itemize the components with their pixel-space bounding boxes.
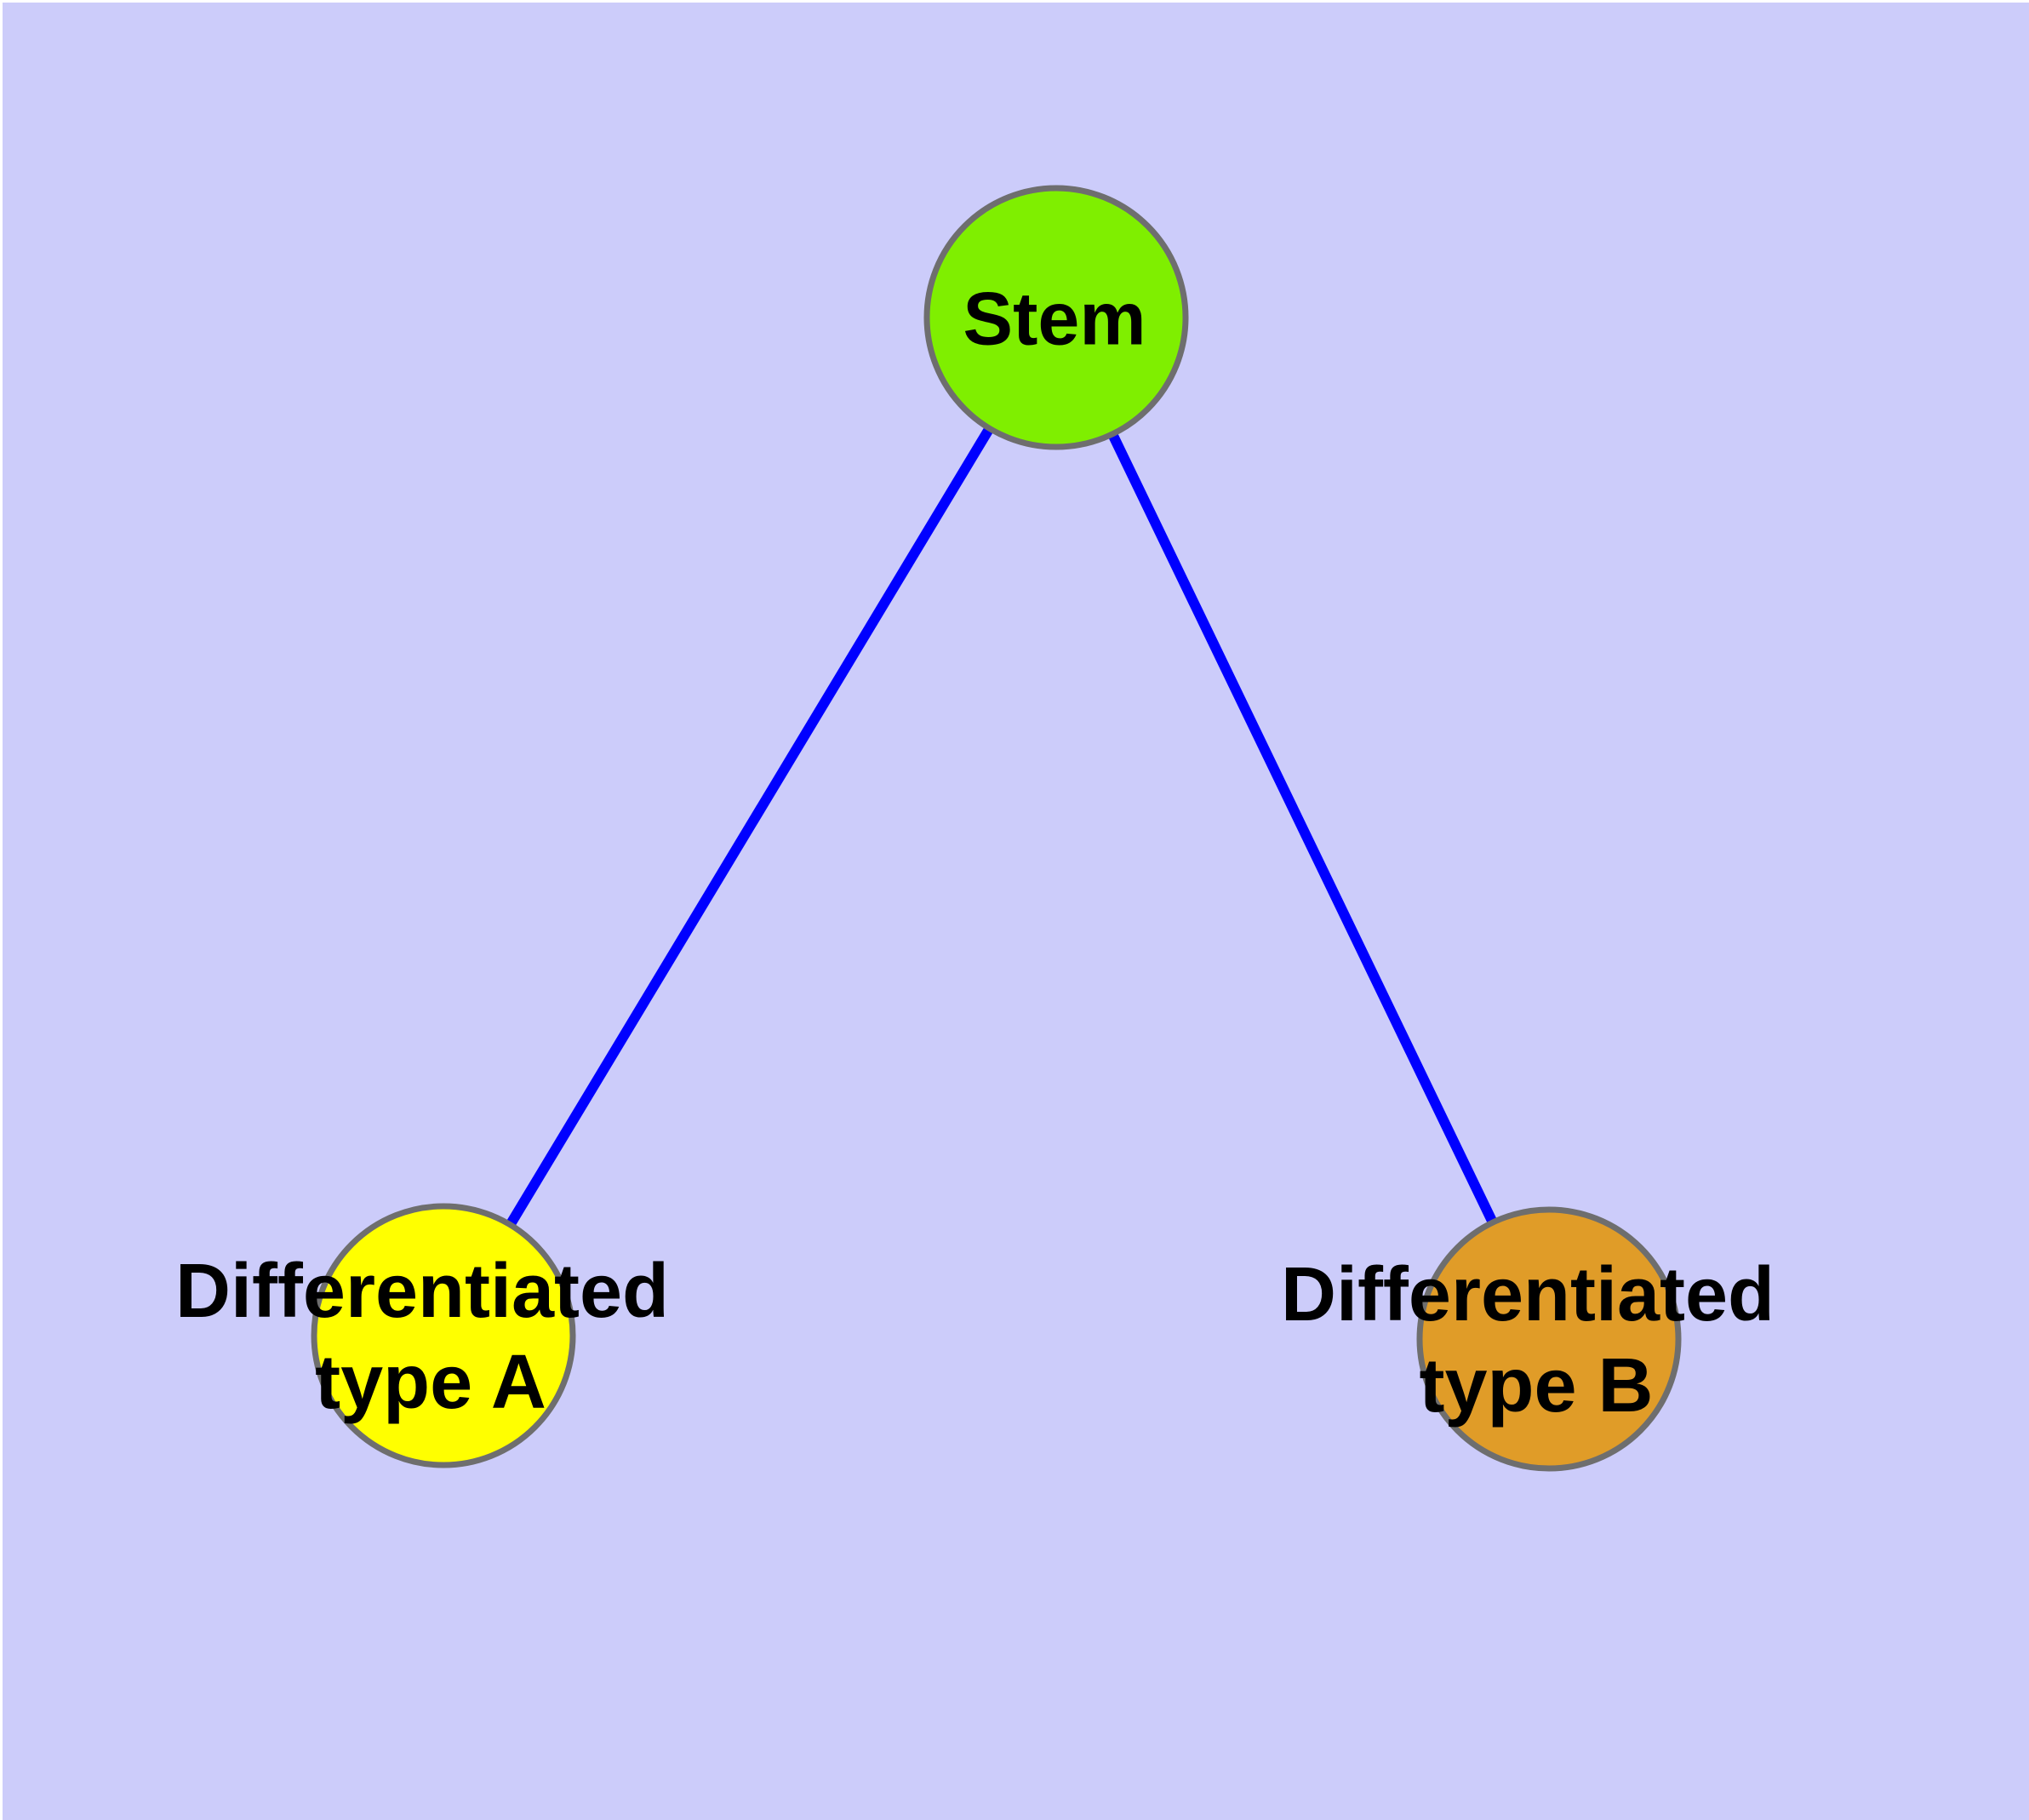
node-stem[interactable] — [923, 185, 1189, 450]
node-differentiated-type-a[interactable] — [311, 1203, 576, 1468]
node-differentiated-type-a-label-line1: Differentiated — [175, 1249, 669, 1334]
lineage-graph: Stem Differentiated type A Differentiate… — [175, 185, 1775, 1472]
node-differentiated-type-b[interactable] — [1416, 1206, 1682, 1472]
edge-layer — [438, 314, 1554, 1342]
node-differentiated-type-b-circle[interactable] — [1416, 1206, 1682, 1472]
node-differentiated-type-a-label-line2: type A — [315, 1340, 546, 1425]
node-stem-label: Stem — [963, 276, 1146, 360]
edge-stem-to-differentiated-type-b[interactable] — [1051, 315, 1554, 1342]
node-differentiated-type-b-label-line2: type B — [1419, 1343, 1653, 1428]
node-layer — [311, 185, 1682, 1472]
node-stem-circle[interactable] — [923, 185, 1189, 450]
node-differentiated-type-a-circle[interactable] — [311, 1203, 576, 1468]
edge-stem-to-differentiated-type-a[interactable] — [438, 314, 1061, 1339]
node-differentiated-type-b-label-line1: Differentiated — [1281, 1252, 1775, 1337]
label-layer: Stem Differentiated type A Differentiate… — [175, 276, 1775, 1428]
